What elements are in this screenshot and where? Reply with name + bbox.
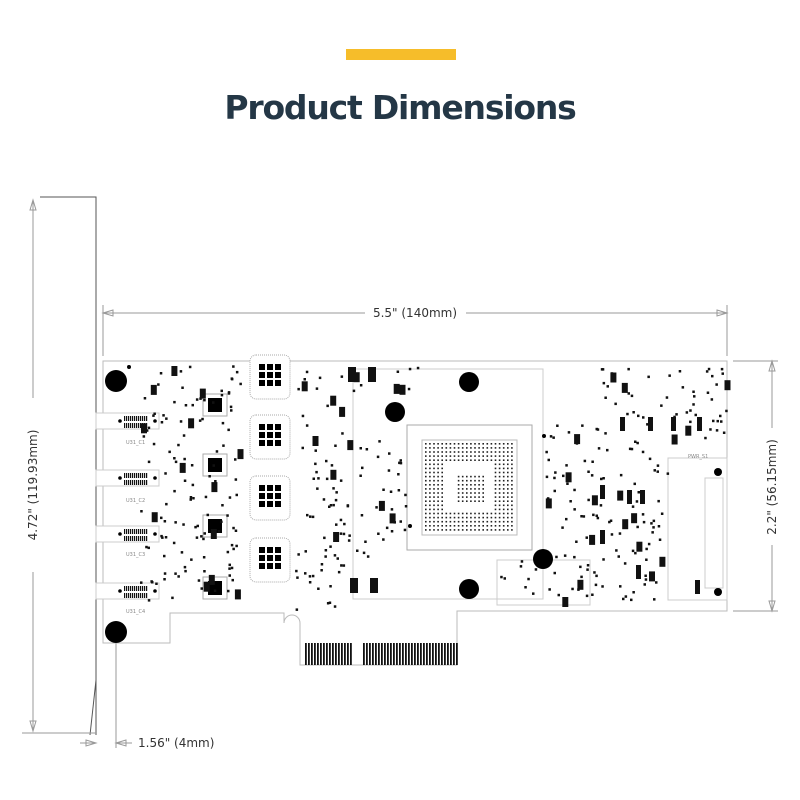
- board-height-dimension: [733, 359, 778, 613]
- bracket-outline: [22, 196, 97, 736]
- offset-label: 1.56" (4mm): [138, 736, 214, 750]
- power-connector-label: PWR_S1: [688, 454, 708, 460]
- pcie-edge-connector: [305, 643, 458, 665]
- offset-dimension: [80, 640, 132, 748]
- page-title: Product Dimensions: [224, 88, 576, 127]
- port-label-2: U31_C2: [126, 498, 145, 504]
- port-connectors: [95, 412, 160, 600]
- mounting-holes: [105, 365, 722, 643]
- width-label: 5.5" (140mm): [373, 306, 457, 320]
- width-dimension: [101, 305, 729, 356]
- chip-area-outline: [352, 368, 728, 606]
- port-label-1: U31_C1: [126, 440, 145, 446]
- bracket-height-dimension: [29, 198, 37, 733]
- main-controller-chip: [406, 424, 533, 551]
- port-label-4: U31_C4: [126, 609, 145, 615]
- bracket-height-label: 4.72" (119.93mm): [26, 430, 40, 541]
- smd-components: [140, 365, 731, 611]
- board-height-label: 2.2" (56.15mm): [765, 439, 779, 535]
- bga-pads: [425, 443, 513, 531]
- port-label-3: U31_C3: [126, 552, 145, 558]
- accent-bar: [346, 49, 456, 60]
